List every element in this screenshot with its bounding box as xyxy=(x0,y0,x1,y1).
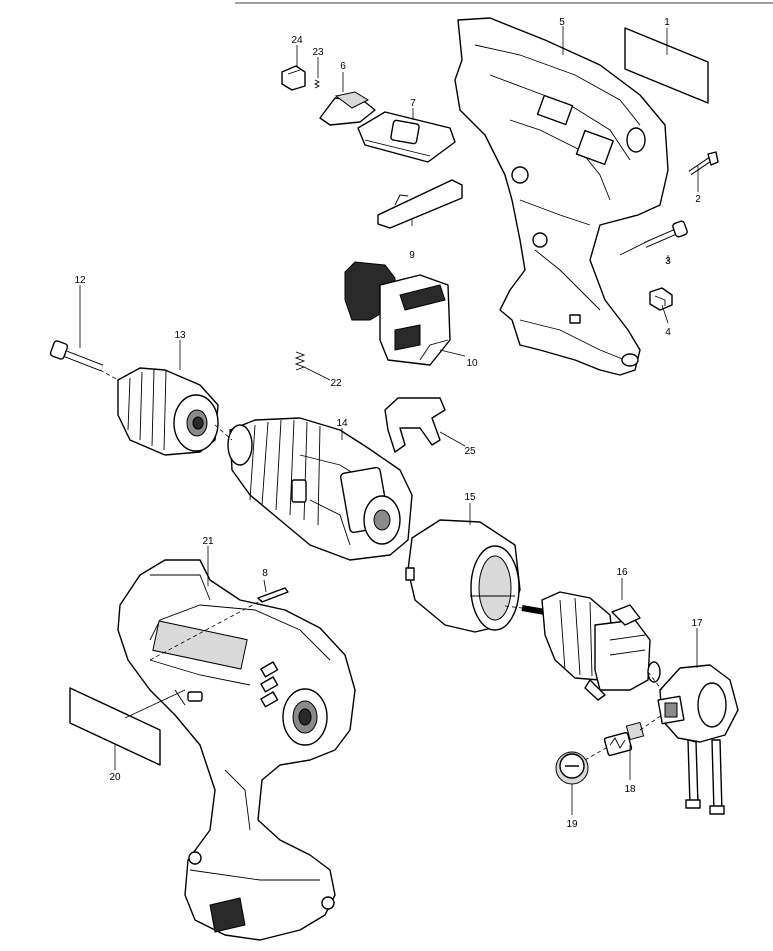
callout-17: 17 xyxy=(691,618,703,629)
guide-line xyxy=(584,747,607,761)
part-label-plate xyxy=(624,27,709,104)
part-23-spring xyxy=(313,79,321,89)
part-6 xyxy=(319,91,376,126)
part-brush-cap-19 xyxy=(555,751,589,785)
callout-13: 13 xyxy=(174,330,186,341)
callout-22: 22 xyxy=(330,378,342,389)
callout-9: 9 xyxy=(409,250,415,261)
guide-line xyxy=(99,369,119,381)
callout-24: 24 xyxy=(291,35,303,46)
guide-line xyxy=(504,605,523,609)
part-housing-21 xyxy=(117,559,356,941)
part-22-spring xyxy=(294,351,306,371)
guide-line xyxy=(214,424,233,441)
part-9 xyxy=(377,179,463,229)
guide-line xyxy=(149,599,263,661)
part-8 xyxy=(257,587,289,603)
part-clip-4 xyxy=(649,287,673,311)
callout-23: 23 xyxy=(312,47,324,58)
leader-lines xyxy=(79,26,699,815)
callout-8: 8 xyxy=(262,568,268,579)
part-chuck-13 xyxy=(117,367,219,456)
guide-line xyxy=(647,671,663,691)
part-10-switch xyxy=(344,261,451,366)
callout-labels: 1 2 3 4 5 6 7 8 9 10 12 13 14 15 16 17 1… xyxy=(74,17,703,830)
callout-15: 15 xyxy=(464,492,476,503)
callout-18: 18 xyxy=(624,784,636,795)
callout-6: 6 xyxy=(340,61,346,72)
part-magnet-sleeve-15 xyxy=(405,519,521,633)
callout-10: 10 xyxy=(466,358,478,369)
callout-16: 16 xyxy=(616,567,628,578)
callout-19: 19 xyxy=(566,819,578,830)
callout-14: 14 xyxy=(336,418,348,429)
part-gear-assembly-14 xyxy=(227,417,413,561)
guide-line xyxy=(639,714,663,731)
callout-1: 1 xyxy=(664,17,670,28)
callout-7: 7 xyxy=(410,98,416,109)
part-housing-half xyxy=(454,17,669,376)
callout-21: 21 xyxy=(202,536,214,547)
callout-5: 5 xyxy=(559,17,565,28)
callout-25: 25 xyxy=(464,446,476,457)
part-24 xyxy=(281,65,306,91)
part-screw-2 xyxy=(688,151,719,176)
callout-2: 2 xyxy=(695,194,701,205)
callout-12: 12 xyxy=(74,275,86,286)
callout-4: 4 xyxy=(665,327,671,338)
callout-20: 20 xyxy=(109,772,121,783)
part-brush-holder-17 xyxy=(657,664,739,815)
part-armature-16 xyxy=(521,591,661,701)
part-screw-3 xyxy=(643,220,688,248)
callout-3: 3 xyxy=(665,256,671,267)
part-screw-12 xyxy=(49,340,104,372)
part-7 xyxy=(357,111,456,163)
part-carbon-brush-18 xyxy=(603,721,645,757)
part-25-bracket xyxy=(384,397,446,453)
